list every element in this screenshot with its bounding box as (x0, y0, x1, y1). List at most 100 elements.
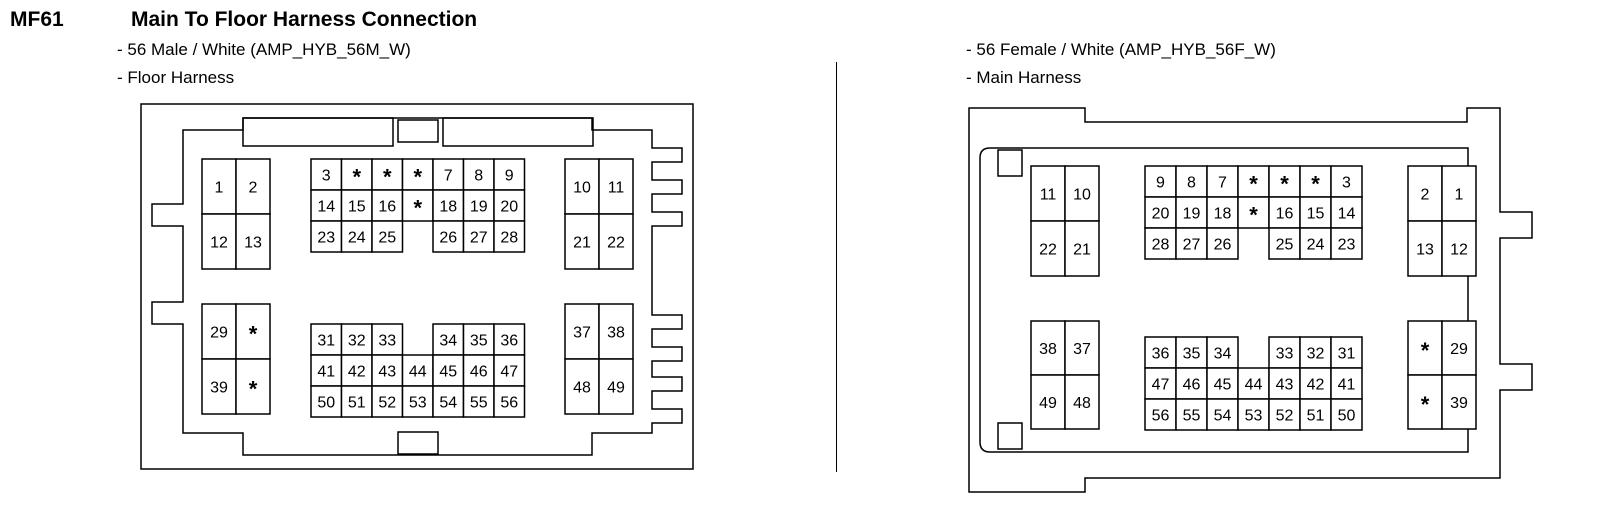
pin-number: 8 (1187, 175, 1196, 192)
pin-number: 44 (409, 364, 427, 381)
left-top-latch-2 (442, 117, 594, 147)
pin-cell (1206, 367, 1239, 400)
pin-number: 48 (573, 380, 591, 397)
right-connector-body (979, 147, 1469, 453)
pin-cell (371, 385, 404, 418)
pin-number: 18 (1214, 206, 1232, 223)
pin-cell (493, 220, 526, 253)
pin-unused-marker: * (352, 165, 361, 190)
pin-cell (1268, 398, 1301, 431)
pin-number: 41 (317, 364, 335, 381)
pin-number: 7 (1218, 175, 1227, 192)
pin-number: 2 (249, 180, 258, 197)
right-bottom-key (997, 422, 1023, 450)
pin-number: 12 (1450, 242, 1468, 259)
pin-number: 25 (1276, 237, 1294, 254)
pin-number: 43 (1276, 377, 1294, 394)
pin-cell (598, 358, 634, 415)
pin-number: 46 (1183, 377, 1201, 394)
left-connector-type: - 56 Male / White (AMP_HYB_56M_W) (117, 40, 411, 59)
pin-number: 22 (607, 235, 625, 252)
pin-unused-marker: * (383, 165, 392, 190)
pin-cell (493, 323, 526, 356)
pin-cell (235, 358, 271, 415)
pin-number: 3 (1342, 175, 1351, 192)
pin-number: 37 (1073, 341, 1091, 358)
pin-cell (462, 158, 495, 191)
pin-cell (1144, 165, 1177, 198)
pin-number: 1 (215, 180, 224, 197)
pin-number: 38 (607, 325, 625, 342)
pin-number: 14 (317, 199, 335, 216)
pin-number: 54 (439, 395, 457, 412)
pin-number: 16 (1276, 206, 1294, 223)
pin-cell (493, 158, 526, 191)
pin-number: 27 (1183, 237, 1201, 254)
pin-number: 52 (1276, 408, 1294, 425)
pin-number: 29 (210, 325, 228, 342)
pin-cell (432, 323, 465, 356)
pin-unused-marker: * (1249, 172, 1258, 197)
pin-number: 26 (439, 230, 457, 247)
pin-cell (235, 213, 271, 270)
pin-number: 38 (1039, 341, 1057, 358)
pin-cell (1144, 367, 1177, 400)
pin-number: 36 (1152, 346, 1170, 363)
pin-number: 42 (1307, 377, 1325, 394)
pin-number: 45 (1214, 377, 1232, 394)
left-connector-body (151, 117, 683, 456)
pin-cell (432, 220, 465, 253)
pin-number: 44 (1245, 377, 1263, 394)
pin-number: 1 (1455, 187, 1464, 204)
pin-number: 21 (573, 235, 591, 252)
pin-number: 47 (1152, 377, 1170, 394)
pin-cell (340, 158, 373, 191)
pin-number: 53 (1245, 408, 1263, 425)
pin-cell (1206, 227, 1239, 260)
pin-number: 24 (1307, 237, 1325, 254)
pin-number: 9 (505, 168, 514, 185)
pin-cell (1441, 320, 1477, 376)
pin-number: 36 (500, 333, 518, 350)
pin-number: 35 (1183, 346, 1201, 363)
pin-cell (1064, 220, 1100, 277)
pin-number: 31 (317, 333, 335, 350)
pin-cell (201, 358, 237, 415)
left-harness-name: - Floor Harness (117, 68, 235, 87)
pin-number: 33 (1276, 346, 1294, 363)
pin-number: 22 (1039, 242, 1057, 259)
pin-number: 56 (1152, 408, 1170, 425)
pin-number: 51 (1307, 408, 1325, 425)
left-top-latch-1 (242, 117, 394, 147)
pin-unused-marker: * (413, 196, 422, 221)
pin-number: 32 (348, 333, 366, 350)
pin-number: 9 (1156, 175, 1165, 192)
page-title: Main To Floor Harness Connection (131, 8, 478, 31)
left-bottom-key (397, 431, 439, 455)
pin-number: 33 (378, 333, 396, 350)
pin-number: 35 (470, 333, 488, 350)
pin-unused-marker: * (1311, 172, 1320, 197)
pin-cell (1064, 374, 1100, 430)
center-divider (836, 62, 837, 472)
pin-number: 26 (1214, 237, 1232, 254)
pin-number: 54 (1214, 408, 1232, 425)
pin-unused-marker: * (1249, 203, 1258, 228)
pin-cell (1206, 398, 1239, 431)
pin-number: 37 (573, 325, 591, 342)
pin-number: 56 (500, 395, 518, 412)
pin-cell (493, 354, 526, 387)
pin-cell (371, 323, 404, 356)
pin-number: 48 (1073, 395, 1091, 412)
pin-cell (401, 189, 434, 222)
pin-number: 34 (1214, 346, 1232, 363)
pin-number: 15 (1307, 206, 1325, 223)
right-top-key (997, 149, 1023, 177)
pin-number: 16 (378, 199, 396, 216)
pin-cell (310, 189, 343, 222)
pin-number: 32 (1307, 346, 1325, 363)
pin-number: 28 (500, 230, 518, 247)
pin-cell (201, 213, 237, 270)
pin-cell (598, 158, 634, 215)
pin-cell (1441, 220, 1477, 277)
